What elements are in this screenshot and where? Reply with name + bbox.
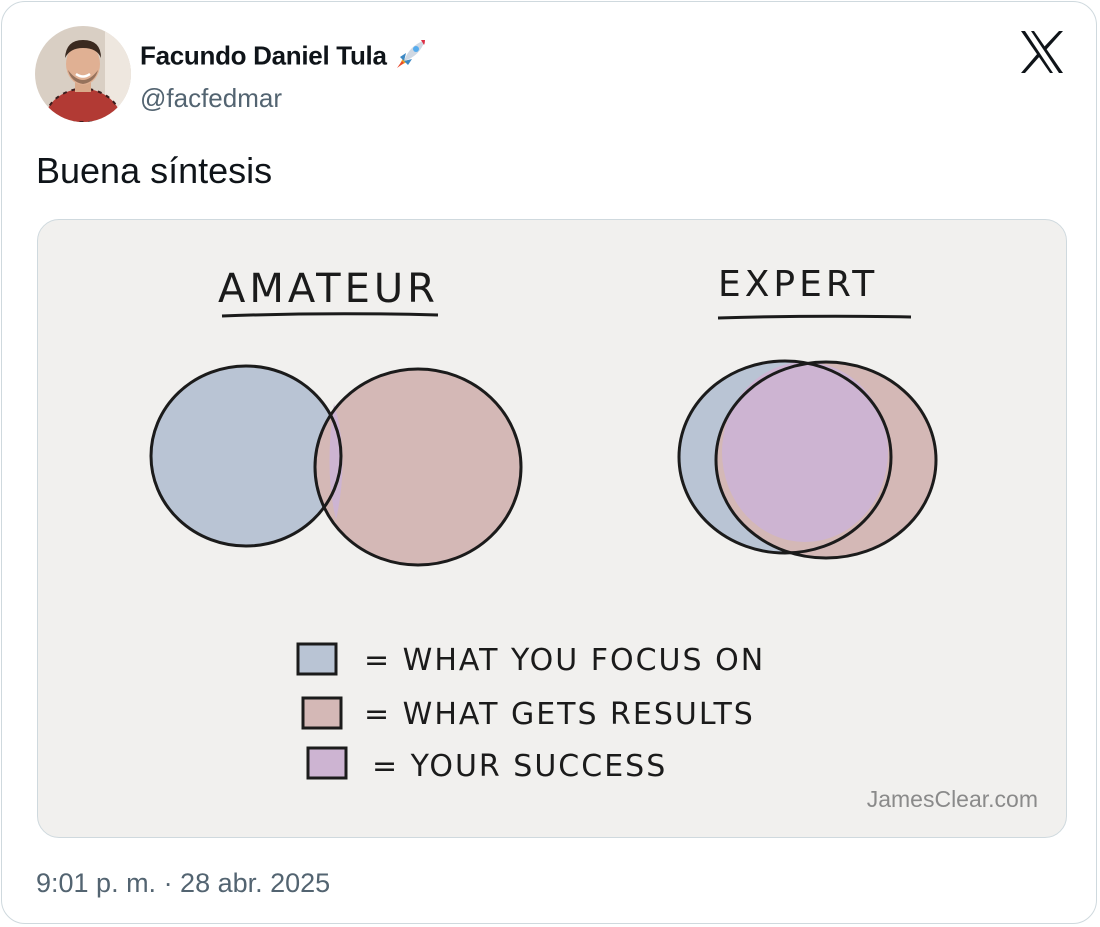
legend-swatch-success (306, 746, 348, 780)
tweet-text: Buena síntesis (36, 150, 273, 191)
author-handle[interactable]: @facfedmar (140, 83, 282, 113)
amateur-underline (221, 312, 439, 318)
avatar-image (35, 26, 131, 122)
author-name-row[interactable]: Facundo Daniel Tula (140, 36, 429, 79)
legend-label-results: = WHAT GETS RESULTS (364, 697, 755, 732)
avatar[interactable] (35, 26, 131, 122)
legend-label-success: = YOUR SUCCESS (372, 749, 667, 784)
legend: = WHAT YOU FOCUS ON = WHAT GETS RESULTS … (296, 642, 765, 784)
amateur-focus-circle (151, 366, 341, 546)
author-display-name[interactable]: Facundo Daniel Tula (140, 40, 387, 71)
legend-label-focus: = WHAT YOU FOCUS ON (364, 643, 765, 678)
rocket-icon (393, 36, 429, 79)
legend-swatch-results (301, 696, 343, 730)
venn-illustration: AMATEUR EXPERT = WHAT YOU FOCUS ON = WHA… (149, 264, 938, 784)
legend-swatch-focus (296, 642, 338, 676)
expert-underline (717, 314, 912, 320)
amateur-results-circle (315, 369, 521, 565)
expert-success-overlap (722, 362, 888, 542)
tweet-media-image[interactable]: AMATEUR EXPERT = WHAT YOU FOCUS ON = WHA… (37, 219, 1067, 838)
x-logo-icon[interactable] (1019, 30, 1065, 74)
watermark: JamesClear.com (866, 786, 1038, 812)
amateur-title: AMATEUR (218, 266, 439, 312)
tweet-timestamp[interactable]: 9:01 p. m. · 28 abr. 2025 (36, 868, 331, 898)
expert-title: EXPERT (718, 264, 878, 305)
